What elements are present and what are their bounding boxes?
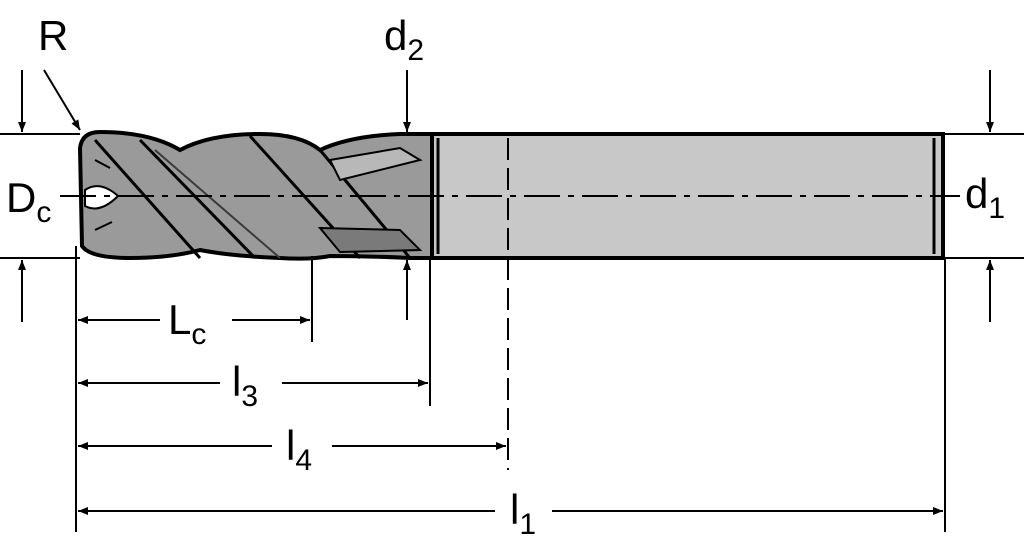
label-lc: Lc: [168, 296, 206, 351]
label-l1: l1: [510, 486, 536, 541]
vertical-arrows: [18, 69, 994, 322]
extension-lines: [0, 133, 1024, 532]
label-l4: l4: [286, 422, 312, 477]
label-l3: l3: [232, 358, 258, 413]
label-d1: d1: [965, 170, 1005, 225]
label-r: R: [38, 12, 68, 59]
label-d2: d2: [384, 12, 424, 67]
label-dc: Dc: [6, 174, 51, 229]
